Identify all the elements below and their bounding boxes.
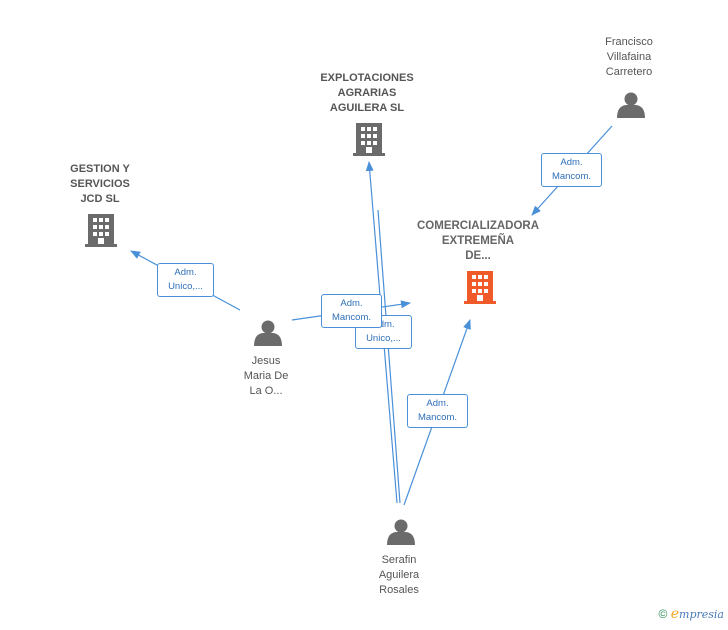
edge-label-jesus-gestion[interactable]: Adm. Unico,... — [157, 263, 214, 297]
edge-label-francisco-comercializadora[interactable]: Adm. Mancom. — [541, 153, 602, 187]
node-label-jesus[interactable]: Jesus Maria De La O... — [243, 355, 289, 397]
node-label-explotaciones[interactable]: EXPLOTACIONES AGRARIAS AGUILERA SL — [320, 72, 414, 114]
footer-brand: © empresia — [659, 606, 724, 622]
building-icon — [464, 271, 496, 304]
person-icon — [387, 519, 415, 545]
node-label-gestion[interactable]: GESTION Y SERVICIOS JCD SL — [70, 163, 130, 205]
building-icon — [85, 214, 117, 247]
brand-logo-initial: e — [670, 606, 680, 622]
node-label-serafin[interactable]: Serafin Aguilera Rosales — [378, 554, 420, 596]
edge-label-serafin-comercializadora[interactable]: Adm. Mancom. — [407, 394, 468, 428]
brand-logo-text: mpresia — [679, 608, 724, 621]
building-icon — [353, 123, 385, 156]
edge-label-jesus-comercializadora-a[interactable]: Adm. Mancom. — [321, 294, 382, 328]
person-icon — [254, 320, 282, 346]
edge-serafin-explotaciones-b — [377, 209, 401, 504]
copyright-symbol: © — [658, 607, 668, 621]
person-icon — [617, 92, 645, 118]
node-label-comercializadora[interactable]: COMERCIALIZADORA EXTREMEÑA DE... — [416, 220, 540, 262]
edge-label-jesus-comercializadora-b[interactable]: Adm. Unico,... — [355, 315, 412, 349]
node-label-francisco[interactable]: Francisco Villafaina Carretero — [605, 36, 653, 78]
